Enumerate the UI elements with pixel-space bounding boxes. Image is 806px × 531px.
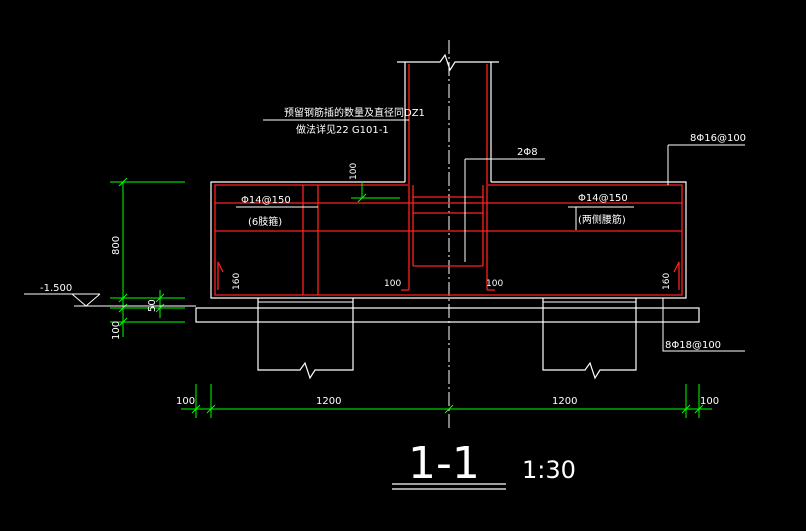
pile-left-outline bbox=[257, 298, 354, 380]
dim-text-50: 50 bbox=[147, 299, 158, 312]
dim-tick-298 bbox=[118, 293, 128, 303]
pile-cap-outline bbox=[210, 181, 687, 299]
note-column-line1: 预留钢筋插的数量及直径同DZ1 bbox=[284, 106, 425, 119]
right-side-hook bbox=[673, 261, 680, 290]
left-side-hook bbox=[217, 261, 224, 290]
dim-text-span-right: 1200 bbox=[552, 396, 577, 407]
dim-tick-x196 bbox=[191, 404, 201, 414]
label-100-column: 100 bbox=[349, 163, 359, 180]
dim-text-left-100: 100 bbox=[176, 396, 195, 407]
pile-right-outline bbox=[542, 298, 637, 380]
dim-50-tick-bottom bbox=[155, 303, 165, 313]
dimension-lines bbox=[110, 177, 712, 418]
dim-tick-308 bbox=[118, 303, 128, 313]
concrete-outline bbox=[195, 53, 700, 380]
dim-100-column-tick bbox=[357, 193, 367, 203]
leader-bottom-rebar bbox=[662, 298, 745, 352]
note-bottom-rebar: 8Φ18@100 bbox=[665, 340, 721, 351]
elevation-value: -1.500 bbox=[40, 283, 72, 294]
note-stirrup: 2Φ8 bbox=[517, 147, 538, 158]
dim-tick-x211 bbox=[206, 404, 216, 414]
scale-text: 1:30 bbox=[522, 456, 576, 484]
dim-text-right-100: 100 bbox=[700, 396, 719, 407]
dim-text-span-left: 1200 bbox=[316, 396, 341, 407]
dim-50-tick-top bbox=[155, 293, 165, 303]
column-break-line bbox=[397, 53, 499, 72]
dim-tick-x699 bbox=[694, 404, 704, 414]
section-title-text: 1-1 bbox=[408, 438, 480, 489]
cushion-slab bbox=[195, 307, 700, 323]
note-left-rebar-line1: Φ14@150 bbox=[241, 195, 291, 206]
label-100-inner-left: 100 bbox=[384, 279, 401, 289]
dim-tick-x449 bbox=[444, 404, 454, 414]
dim-tick-182 bbox=[118, 177, 128, 187]
elevation-marker bbox=[24, 293, 196, 307]
dim-tick-x686 bbox=[681, 404, 691, 414]
note-column-line2: 做法详见22 G101-1 bbox=[296, 123, 389, 136]
leader-lines bbox=[236, 119, 745, 352]
label-160-left: 160 bbox=[232, 273, 242, 290]
dim-text-100-left: 100 bbox=[111, 321, 122, 340]
label-160-right: 160 bbox=[662, 273, 672, 290]
note-top-rebar: 8Φ16@100 bbox=[690, 133, 746, 144]
label-100-inner-right: 100 bbox=[486, 279, 503, 289]
note-left-rebar-line2: (6肢箍) bbox=[248, 215, 282, 228]
note-right-rebar-line1: Φ14@150 bbox=[578, 193, 628, 204]
note-right-rebar-line2: (两侧腰筋) bbox=[578, 213, 626, 226]
dim-text-800: 800 bbox=[111, 236, 122, 255]
dim-tick-322 bbox=[118, 317, 128, 327]
rebar-lines bbox=[214, 64, 683, 296]
cap-rebar-cage bbox=[214, 184, 683, 296]
elevation-triangle bbox=[71, 293, 101, 307]
section-title: 1-1 1:30 bbox=[392, 438, 576, 490]
